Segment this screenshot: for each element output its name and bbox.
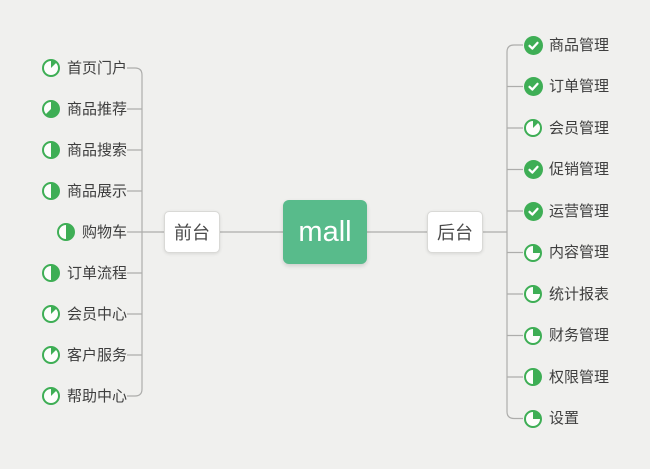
topic-item[interactable]: 内容管理 — [523, 235, 609, 271]
topic-item[interactable]: 首页门户 — [41, 50, 127, 86]
topic-label: 促销管理 — [549, 161, 610, 178]
topic-label: 商品推荐 — [66, 100, 127, 118]
branch-topic-backend[interactable]: 后台 — [427, 211, 483, 253]
topic-label: 客户服务 — [66, 346, 127, 364]
topic-item[interactable]: 订单流程 — [41, 255, 127, 291]
task-progress-icon — [41, 181, 61, 201]
topic-item[interactable]: 设置 — [523, 401, 579, 437]
task-progress-icon — [41, 263, 61, 283]
topic-label: 会员中心 — [66, 305, 127, 323]
topic-label: 商品管理 — [549, 36, 610, 54]
topic-item[interactable]: 促销管理 — [523, 152, 609, 188]
topic-label: 统计报表 — [549, 285, 610, 303]
topic-item[interactable]: 财务管理 — [523, 318, 609, 354]
topic-item[interactable]: 商品搜索 — [41, 132, 127, 168]
topic-label: 商品展示 — [66, 182, 127, 200]
task-progress-icon — [523, 284, 543, 304]
task-done-icon — [523, 77, 543, 97]
topic-label: 帮助中心 — [66, 387, 127, 405]
topic-item[interactable]: 权限管理 — [523, 359, 609, 395]
topic-label: 财务管理 — [549, 327, 610, 344]
branch-topic-backend-label: 后台 — [437, 223, 473, 243]
topic-label: 商品搜索 — [66, 141, 127, 159]
topic-label: 权限管理 — [549, 368, 610, 386]
task-progress-icon — [523, 367, 543, 387]
topic-label: 订单流程 — [66, 264, 127, 282]
task-progress-icon — [56, 222, 76, 242]
topic-label: 内容管理 — [549, 244, 610, 261]
topic-label: 设置 — [549, 410, 580, 427]
central-topic-label: mall — [298, 215, 352, 248]
task-done-icon — [523, 201, 543, 221]
task-progress-icon — [41, 58, 61, 78]
topic-label: 首页门户 — [66, 59, 127, 77]
task-progress-icon — [523, 118, 543, 138]
topic-item[interactable]: 统计报表 — [523, 276, 609, 312]
task-progress-icon — [523, 326, 543, 346]
task-done-icon — [523, 35, 543, 55]
task-progress-icon — [41, 386, 61, 406]
task-progress-icon — [41, 304, 61, 324]
topic-label: 运营管理 — [549, 202, 610, 220]
topic-label: 订单管理 — [549, 78, 610, 95]
central-topic-mall[interactable]: mall — [283, 200, 367, 264]
task-progress-icon — [41, 345, 61, 365]
topic-item[interactable]: 购物车 — [56, 214, 127, 250]
task-progress-icon — [41, 99, 61, 119]
branch-topic-frontend[interactable]: 前台 — [164, 211, 220, 253]
topic-label: 购物车 — [81, 223, 127, 241]
topic-item[interactable]: 商品推荐 — [41, 91, 127, 127]
topic-item[interactable]: 客户服务 — [41, 337, 127, 373]
task-progress-icon — [523, 243, 543, 263]
topic-item[interactable]: 商品展示 — [41, 173, 127, 209]
topic-item[interactable]: 订单管理 — [523, 69, 609, 105]
branch-topic-frontend-label: 前台 — [174, 223, 210, 243]
topic-item[interactable]: 商品管理 — [523, 27, 609, 63]
task-progress-icon — [41, 140, 61, 160]
topic-item[interactable]: 帮助中心 — [41, 378, 127, 414]
task-done-icon — [523, 160, 543, 180]
topic-item[interactable]: 运营管理 — [523, 193, 609, 229]
topic-label: 会员管理 — [549, 119, 610, 137]
topic-item[interactable]: 会员管理 — [523, 110, 609, 146]
task-progress-icon — [523, 409, 543, 429]
topic-item[interactable]: 会员中心 — [41, 296, 127, 332]
